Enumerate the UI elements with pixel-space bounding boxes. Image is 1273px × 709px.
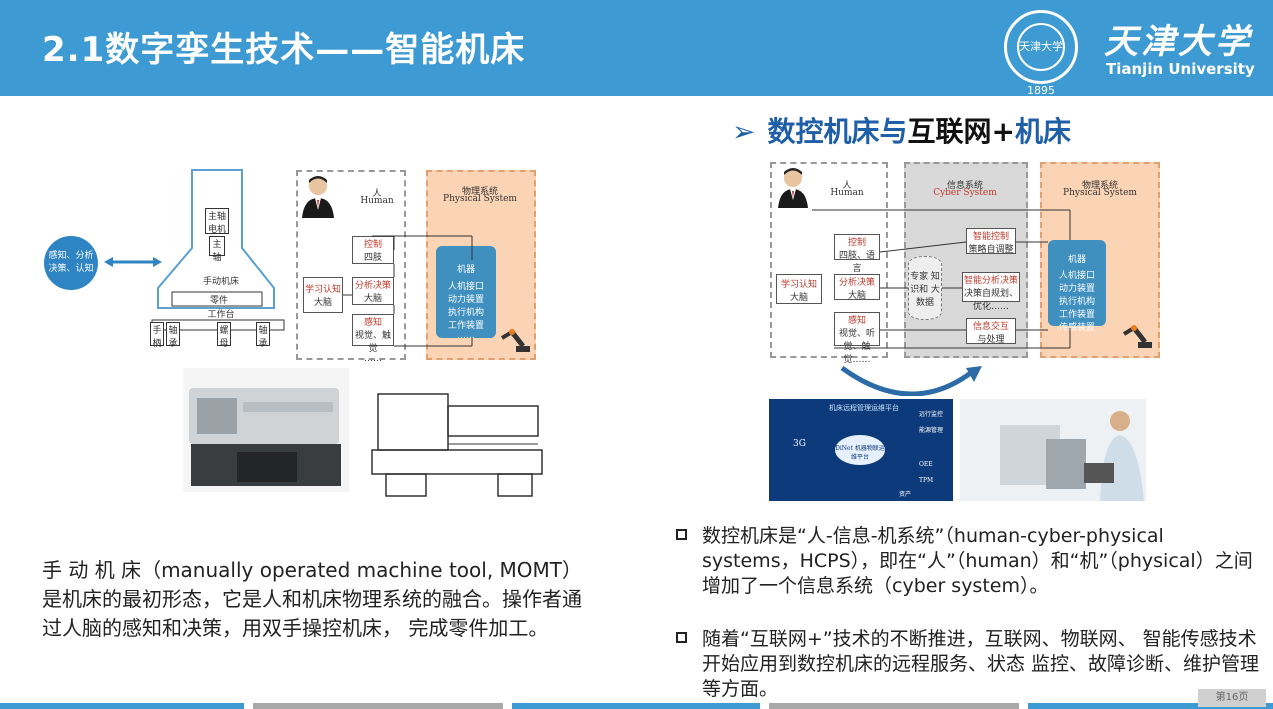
seal-inner-text: 天津大学 1895 <box>1017 23 1065 97</box>
bearing-right-box: 轴 承 <box>256 322 270 349</box>
hcps-human-title-en: Human <box>830 188 864 198</box>
bullet-hcps: 数控机床是“人-信息-机系统”（human-cyber-physical sys… <box>676 524 1266 599</box>
hcps-physical-title: 物理系统 <box>1081 181 1118 191</box>
hcps-human-section <box>770 162 888 358</box>
hcps-human-title: 人 <box>842 181 852 191</box>
learn-box: 学习认知 大脑 <box>303 277 343 313</box>
person-avatar-icon <box>302 176 334 218</box>
footer-bar-3 <box>512 703 760 709</box>
heading-arrow-icon: ➢ <box>732 115 756 148</box>
human-title: 人 <box>372 189 382 199</box>
handwheel-box: 手 柄 <box>150 322 164 349</box>
cloud-icon <box>835 435 885 465</box>
square-bullet-icon <box>676 632 687 643</box>
hcps-diagram-arrows <box>812 209 1071 349</box>
hcps-smart-analyze-box: 智能分析决策 决策自规划、优化…… <box>962 272 1020 312</box>
university-seal-logo: 天津大学 1895 <box>1004 10 1078 97</box>
footer-bar-2 <box>253 703 503 709</box>
hcps-smart-control-box: 智能控制 策略自调整 <box>966 228 1016 255</box>
manual-machine-paragraph: 手 动 机 床（manually operated machine tool, … <box>42 558 582 640</box>
curved-transition-arrow-icon <box>840 365 982 396</box>
page-title: 2.1数字孪生技术——智能机床 <box>42 30 526 70</box>
hcps-machine-box: 机器 人机接口 动力装置 执行机构 工作装置 传感装置 <box>1048 240 1106 333</box>
analyze-box: 分析决策 大脑 <box>352 277 394 305</box>
double-arrow-icon <box>104 257 162 267</box>
square-bullet-icon <box>676 529 687 540</box>
perception-ellipse: 感知、分析 决策、认知 <box>44 236 98 290</box>
header-bar: 2.1数字孪生技术——智能机床 天津大学 1895 天津大学 Tianjin U… <box>0 0 1273 97</box>
university-name-en: Tianjin University <box>1106 60 1255 78</box>
footer-bar-4 <box>769 703 1019 709</box>
physical-title: 物理系统 <box>461 187 498 197</box>
university-name-cn: 天津大学 <box>1104 22 1252 62</box>
bearing-left-box: 轴 承 <box>166 322 180 349</box>
bullet-internet-plus: 随着“互联网+”技术的不断推进，互联网、物联网、 智能传感技术开始应用到数控机床… <box>676 627 1266 702</box>
robot-arm-icon <box>500 329 530 352</box>
hcps-info-sense-box: 信息交互 与处理 <box>966 318 1016 345</box>
footer-bar-5 <box>1028 703 1273 709</box>
hcps-physical-title-en: Physical System <box>1063 188 1137 198</box>
section-heading: ➢数控机床与互联网+机床 <box>732 115 1071 148</box>
engineer-tablet-photo <box>960 399 1146 501</box>
robot-arm-icon <box>1122 325 1152 348</box>
page-number: 第16页 <box>1198 689 1266 707</box>
nut-box: 螺 母 <box>217 322 231 349</box>
spindle-box: 主 轴 <box>209 236 225 263</box>
machine-box: 机器 人机接口 动力装置 执行机构 工作装置 …… <box>436 246 496 341</box>
hcps-cyber-title-en: Cyber System <box>933 188 997 198</box>
worktable-label: 工作台 <box>207 310 235 320</box>
remote-platform-image: 机床远程管理运维平台 DiNet 机器物联运维平台 3G 远行监控 能源管理 O… <box>769 399 953 501</box>
hcps-sense-box: 感知 视觉、听觉、触觉…… <box>834 312 880 365</box>
manual-lathe-photo <box>183 368 349 492</box>
sense-box: 感知 视觉、触觉 …… <box>352 314 394 364</box>
footer-bar-1 <box>0 703 244 709</box>
human-section <box>296 170 406 360</box>
physical-title-en: Physical System <box>443 194 517 204</box>
hcps-learn-box: 学习认知 大脑 <box>776 274 822 304</box>
hcps-cyber-title: 信息系统 <box>946 181 983 191</box>
hcps-analyze-box: 分析决策 大脑 <box>834 274 880 301</box>
person-avatar-icon <box>778 168 808 208</box>
human-title-en: Human <box>360 196 394 206</box>
spindle-motor-box: 主轴 电机 <box>205 208 229 235</box>
machine-name-label: 手动机床 <box>202 277 239 287</box>
left-diagram-arrows <box>343 235 473 347</box>
part-label: 零件 <box>209 296 228 306</box>
hcps-control-box: 控制 四肢、语言 <box>834 234 880 274</box>
hcps-expert-db: 专家 知识和 大数据 <box>908 256 942 320</box>
lathe-line-drawing <box>358 376 550 500</box>
